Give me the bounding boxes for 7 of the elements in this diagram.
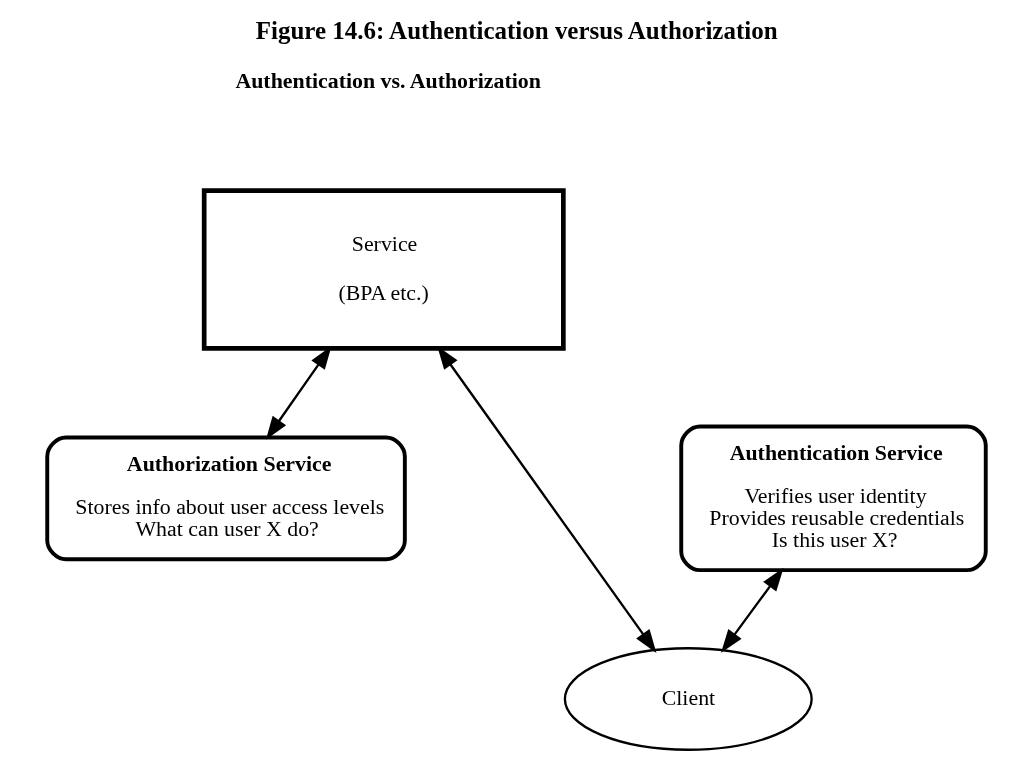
label: Authentication vs. Authorization [234, 68, 541, 93]
node-box: Authorization Service Stores info about user access levels What can user X do? [44, 435, 407, 562]
node-ellipse: Client [563, 647, 813, 751]
node-box: Service (BPA etc.) [201, 188, 566, 351]
arrow [720, 567, 784, 653]
node-box: Authentication Service Verifies user identity Provides reusable credentials Is this user X? [678, 424, 988, 573]
diagram-title: Figure 14.6: Authentication versus Authorization [255, 16, 778, 44]
